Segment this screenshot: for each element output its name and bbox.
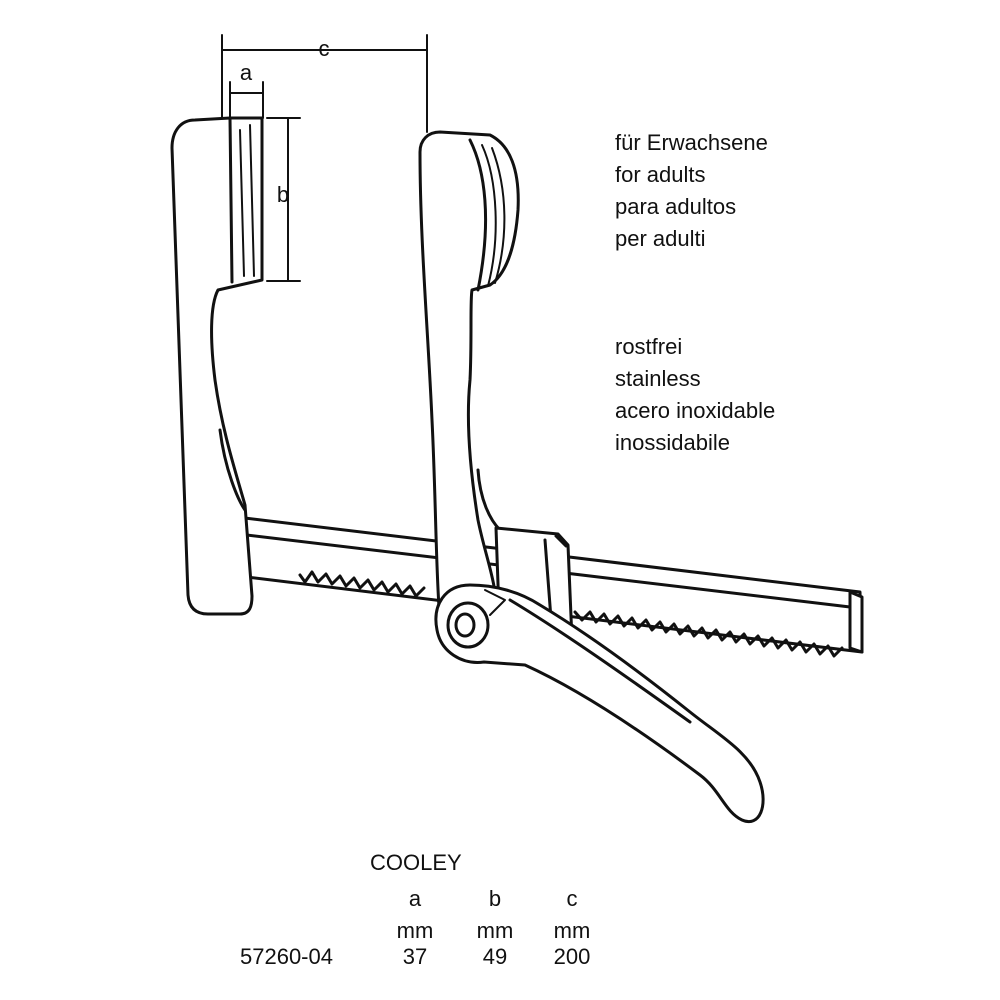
material-specs: rostfrei stainless acero inoxidable inos…: [615, 331, 775, 459]
dimension-label-b: b: [277, 182, 289, 207]
dimension-c: [221, 34, 428, 133]
spec-line: für Erwachsene: [615, 130, 768, 155]
part-number: 57260-04: [240, 944, 333, 969]
value-c: 200: [553, 944, 591, 969]
spec-line: para adultos: [615, 194, 737, 219]
spec-line: for adults: [615, 162, 706, 187]
dimension-b: [266, 117, 301, 282]
unit-a: mm: [396, 918, 434, 943]
dimension-label-c: c: [319, 36, 330, 61]
column-header-b: b: [488, 886, 502, 911]
fixed-arm: [170, 116, 264, 616]
crank-handle: [434, 583, 765, 824]
dimension-a: [229, 81, 264, 119]
column-header-c: c: [566, 886, 578, 911]
column-header-a: a: [408, 886, 422, 911]
unit-c: mm: [553, 918, 591, 943]
age-group-specs: für Erwachsene for adults para adultos p…: [615, 127, 768, 255]
value-a: 37: [402, 944, 428, 969]
spec-line: stainless: [615, 366, 701, 391]
spec-line: acero inoxidable: [615, 398, 776, 423]
spec-line: inossidabile: [615, 430, 730, 455]
spec-line: rostfrei: [615, 334, 683, 359]
dimension-label-a: a: [240, 60, 253, 85]
model-name: COOLEY: [370, 850, 462, 875]
unit-b: mm: [476, 918, 514, 943]
value-b: 49: [482, 944, 508, 969]
spec-line: per adulti: [615, 226, 706, 251]
